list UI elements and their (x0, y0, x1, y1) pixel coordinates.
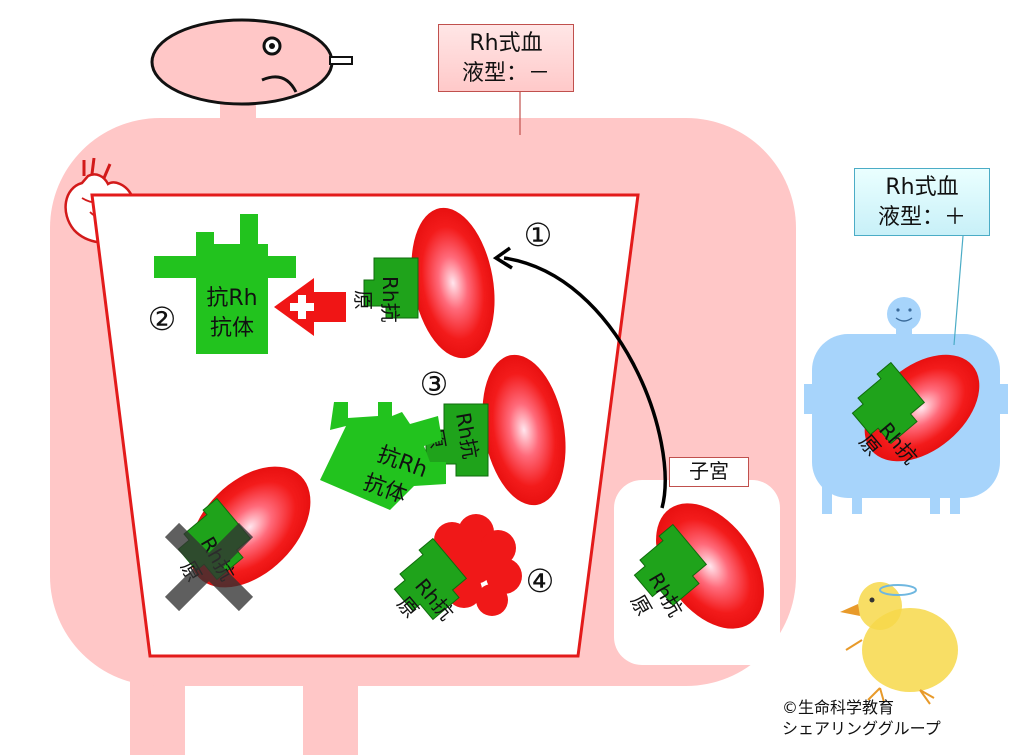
step-2-number: ② (148, 300, 177, 338)
transfer-arrow (503, 256, 667, 509)
baby-blood-type-line2: 液型：＋ (877, 205, 966, 230)
antibody-step2 (154, 214, 296, 354)
antibody-step3 (320, 402, 446, 510)
mother-blood-type-line2: 液型：－ (461, 61, 550, 86)
step-4-number: ④ (526, 562, 555, 600)
baby-label-pointer (953, 235, 964, 346)
antigen-step1-label-2: 原 (351, 290, 375, 310)
destroyed-x-icon (164, 522, 254, 612)
mother-blood-type-line1: Rh式血 (469, 31, 543, 56)
mother-blood-type-label: Rh式血 液型：－ (438, 24, 574, 92)
rbc-step3 (482, 354, 566, 506)
copyright-line2: シェアリンググループ (782, 719, 941, 738)
mother-head (150, 18, 353, 135)
chick-mascot-icon (840, 582, 958, 705)
transfer-arrowhead (492, 246, 513, 270)
antibody-step2-label-2: 抗体 (210, 316, 254, 341)
step-3-number: ③ (420, 365, 449, 403)
copyright-line1: ©生命科学教育 (782, 698, 895, 717)
mother-mouth (261, 75, 298, 93)
uterus-label: 子宮 (669, 457, 749, 487)
production-arrow (274, 278, 346, 336)
antigen-step1-label: Rh抗 (378, 276, 402, 323)
mother-nose (329, 56, 353, 65)
baby-face-icon (887, 297, 921, 331)
baby-blood-type-label: Rh式血 液型：＋ (854, 168, 990, 236)
antibody-step2-label: 抗Rh (206, 286, 257, 311)
copyright-text: ©生命科学教育 シェアリンググループ (782, 697, 941, 739)
antigen-step1 (363, 257, 419, 319)
step-1-number: ① (524, 216, 553, 254)
baby-blood-type-line1: Rh式血 (885, 175, 959, 200)
rbc-step1 (411, 207, 495, 359)
